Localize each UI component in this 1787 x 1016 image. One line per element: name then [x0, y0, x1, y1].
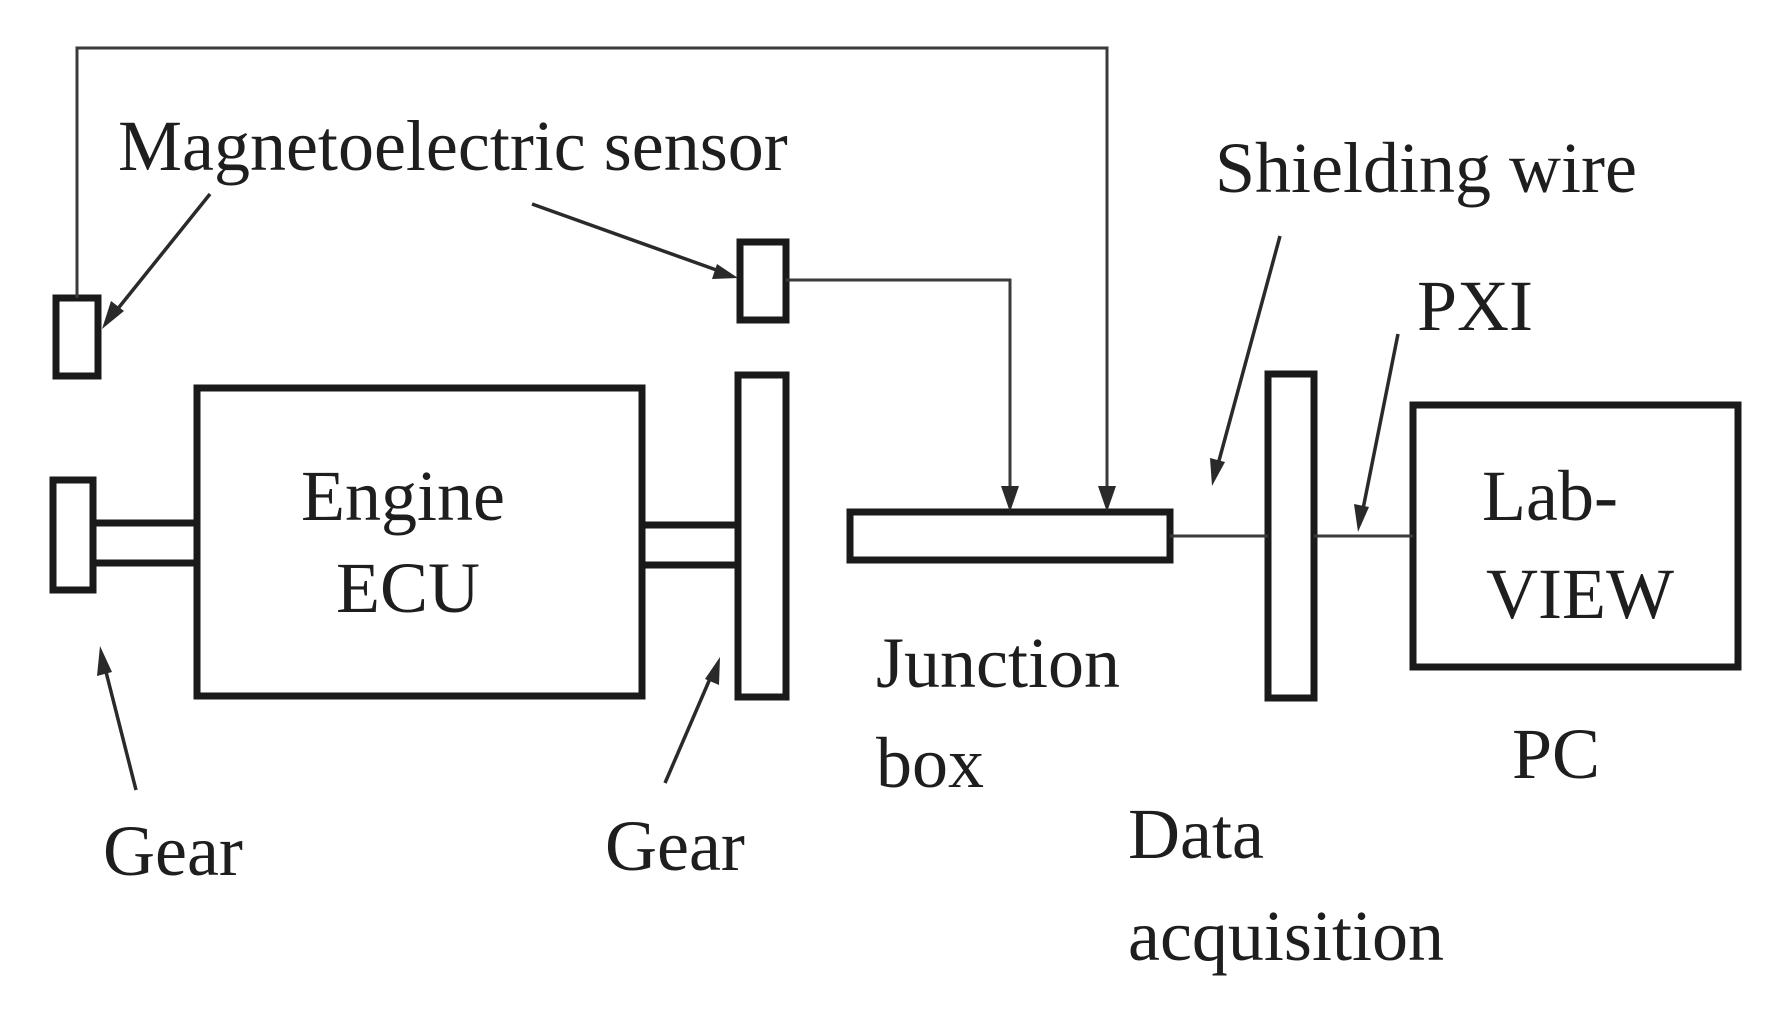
left-sensor — [52, 294, 102, 380]
left-wire-arrowhead — [1098, 486, 1116, 512]
gear-pointer-right — [663, 673, 714, 784]
gear-pointer-left-head — [97, 646, 112, 676]
data-acquisition-card — [1264, 370, 1318, 702]
ecu-label: ECU — [336, 548, 480, 628]
right-wire-arrowhead — [1001, 486, 1019, 512]
sensor-pointer-left — [110, 192, 212, 318]
left-sensor-wire — [75, 46, 1109, 500]
junction-box — [846, 508, 1174, 564]
view-label: VIEW — [1486, 554, 1674, 634]
pc-label: PC — [1512, 714, 1600, 794]
right-sensor-wire — [786, 278, 1012, 500]
sensor-pointer-right — [531, 202, 723, 274]
pxi-pointer — [1360, 333, 1400, 515]
pxi-label: PXI — [1417, 266, 1533, 346]
left-shaft — [89, 519, 201, 567]
right-gear — [734, 371, 790, 701]
box-label: box — [876, 723, 984, 803]
magnetoelectric-sensor-label: Magnetoelectric sensor — [118, 106, 788, 186]
engine-label: Engine — [301, 456, 505, 536]
gear-label-left: Gear — [103, 811, 243, 891]
data-label: Data — [1128, 794, 1264, 874]
gear-pointer-left — [102, 663, 138, 791]
sensor-pointer-left-head — [102, 301, 124, 329]
shielding-wire-pointer — [1215, 235, 1282, 469]
acquisition-label: acquisition — [1128, 896, 1444, 976]
gear-pointer-right-head — [705, 657, 720, 685]
junction-label: Junction — [876, 623, 1120, 703]
left-gear — [49, 476, 97, 594]
gear-label-right: Gear — [605, 806, 745, 886]
sensor-pointer-right-head — [712, 264, 738, 279]
right-shaft — [638, 521, 742, 569]
engine-ecu-box — [193, 384, 646, 700]
pxi-pointer-head — [1354, 504, 1369, 532]
lab-label: Lab- — [1482, 456, 1618, 536]
shielding-wire-pointer-head — [1210, 458, 1225, 486]
shielding-wire-label: Shielding wire — [1215, 128, 1637, 208]
right-sensor — [736, 238, 790, 324]
